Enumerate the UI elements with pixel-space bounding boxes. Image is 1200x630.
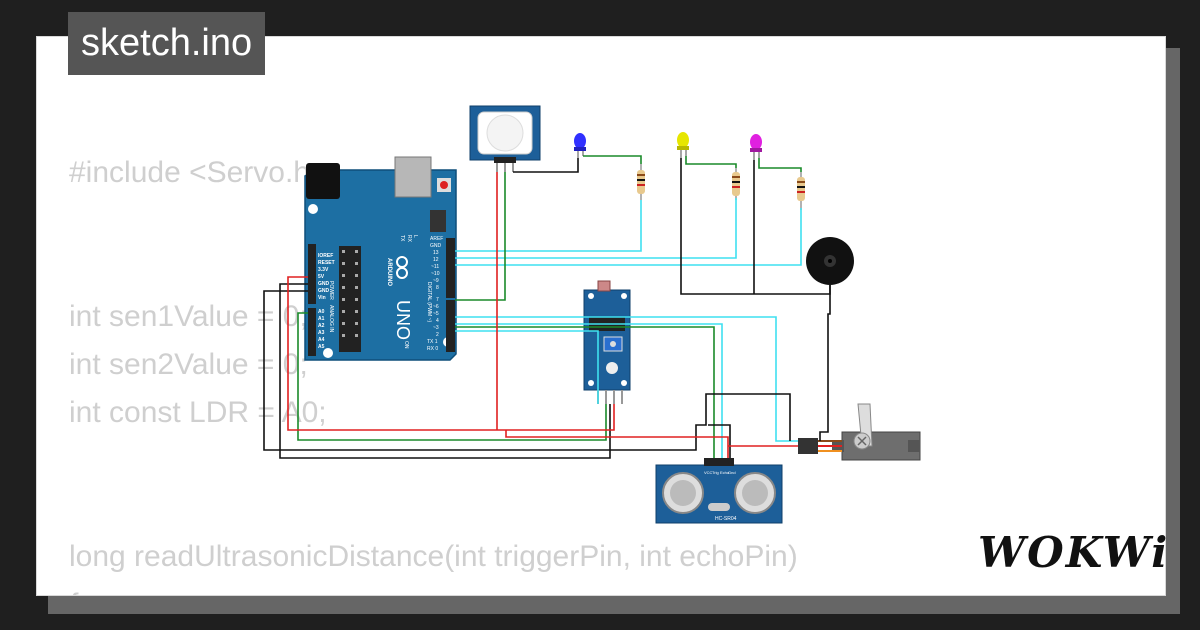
resistor-3[interactable]	[797, 172, 805, 210]
svg-text:GND: GND	[430, 243, 442, 249]
svg-text:3.3V: 3.3V	[318, 267, 329, 273]
ultrasonic-label: HC-SR04	[715, 516, 737, 522]
code-line: int sen1Value = 0;	[69, 300, 308, 333]
power-label: POWER	[328, 281, 334, 300]
power-pin-labels: IOREF RESET 3.3V 5V GND GND Vin A0 A1 A2…	[318, 253, 335, 350]
tx-led-label: TX	[399, 235, 405, 242]
power-jack	[306, 163, 340, 199]
resistor-1[interactable]	[637, 164, 645, 200]
svg-text:~9: ~9	[433, 278, 439, 284]
svg-text:Trig: Trig	[712, 470, 719, 475]
digital-header-high	[446, 238, 455, 298]
svg-text:A2: A2	[318, 323, 325, 329]
svg-text:AREF: AREF	[430, 236, 443, 242]
svg-text:Gnd: Gnd	[728, 470, 736, 475]
svg-text:A0: A0	[318, 309, 325, 315]
led-blue[interactable]	[574, 133, 586, 158]
ultrasonic-pin-labels: VCC Trig Echo Gnd	[704, 470, 736, 475]
piezo-buzzer[interactable]	[806, 237, 854, 285]
svg-text:~11: ~11	[431, 264, 439, 270]
svg-text:12: 12	[433, 257, 439, 263]
l-led-label: L	[412, 235, 418, 238]
svg-text:IOREF: IOREF	[318, 253, 333, 259]
usb-port	[394, 156, 432, 198]
rx-led-label: RX	[406, 235, 412, 243]
analog-label: ANALOG IN	[328, 305, 334, 333]
svg-text:GND: GND	[318, 281, 330, 287]
arduino-logo	[396, 256, 408, 279]
svg-text:~5: ~5	[433, 311, 439, 317]
svg-text:13: 13	[433, 250, 439, 256]
sketch-title: sketch.ino	[68, 12, 266, 75]
svg-text:A3: A3	[318, 330, 325, 336]
board-brand: ARDUINO	[386, 258, 392, 286]
svg-text:TX 1: TX 1	[427, 339, 438, 345]
code-line: int sen2Value = 0;	[69, 348, 308, 381]
digital-header-low	[446, 300, 455, 352]
svg-text:RX 0: RX 0	[427, 346, 438, 352]
svg-text:VCC: VCC	[704, 470, 713, 475]
svg-text:7: 7	[436, 297, 439, 303]
digital-pin-labels: AREF GND 13 12 ~11 ~10 ~9 8 7 ~6 ~5 4 ~3…	[427, 236, 443, 352]
svg-text:A1: A1	[318, 316, 325, 322]
svg-text:Echo: Echo	[720, 470, 730, 475]
servo-motor[interactable]	[798, 403, 921, 461]
wires	[263, 155, 831, 459]
svg-text:RESET: RESET	[318, 260, 335, 266]
pir-motion-sensor[interactable]	[469, 105, 541, 172]
code-line: {	[69, 588, 79, 595]
servo-connector	[798, 438, 818, 454]
wokwi-logo: WOKWi	[978, 528, 1170, 577]
code-line: long readUltrasonicDistance(int triggerP…	[69, 540, 798, 573]
svg-text:4: 4	[436, 318, 439, 324]
ultrasonic-sensor-hc-sr04[interactable]: HC-SR04 VCC Trig Echo Gnd	[655, 458, 783, 524]
digital-label: DIGITAL (PWM ~)	[426, 282, 432, 322]
svg-text:A4: A4	[318, 337, 325, 343]
arduino-uno-board[interactable]: UNO ARDUINO DIGITAL (PWM ~) POWER ANALOG…	[304, 156, 457, 361]
analog-header	[308, 308, 316, 356]
svg-text:~3: ~3	[433, 325, 439, 331]
board-name: UNO	[393, 300, 413, 340]
atmega-chip	[339, 246, 361, 352]
led-yellow[interactable]	[677, 132, 689, 158]
resistor-2[interactable]	[732, 168, 740, 200]
svg-text:~6: ~6	[433, 304, 439, 310]
on-led-label: ON	[403, 341, 409, 349]
led-magenta[interactable]	[750, 134, 762, 160]
svg-text:2: 2	[436, 332, 439, 338]
power-header	[308, 244, 316, 304]
code-line: int const LDR = A0;	[69, 396, 327, 429]
svg-text:GND: GND	[318, 288, 330, 294]
svg-text:Vin: Vin	[318, 295, 326, 301]
svg-text:8: 8	[436, 285, 439, 291]
svg-text:~10: ~10	[431, 271, 440, 277]
svg-text:A5: A5	[318, 344, 325, 350]
svg-text:5V: 5V	[318, 274, 325, 280]
ldr-light-sensor-module[interactable]	[583, 280, 631, 404]
